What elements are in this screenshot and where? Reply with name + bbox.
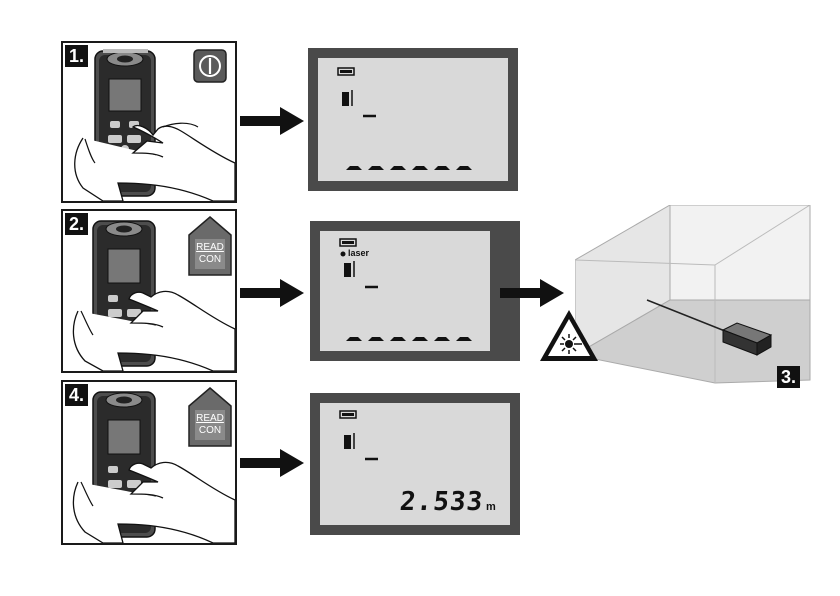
display-screen-2: laser (310, 221, 520, 361)
display-screen-4: 2.533 m (310, 393, 520, 535)
lcd-icons (318, 58, 508, 181)
arrow-right-icon (240, 106, 306, 136)
read-button-label-top: READ (193, 242, 227, 253)
read-button-label-top: READ (193, 413, 227, 424)
distance-reading: 2.533 (398, 487, 484, 517)
laser-warning-icon (538, 308, 600, 364)
laser-label: laser (348, 248, 369, 258)
display-screen-1 (308, 48, 518, 191)
read-button-label-bottom: CON (193, 425, 227, 436)
arrow-right-icon (500, 278, 566, 308)
power-button-icon (193, 49, 227, 83)
step-1-panel: 1. (61, 41, 237, 203)
room-measurement-illustration (575, 205, 825, 390)
reference-icon (344, 435, 351, 449)
step-4-panel: 4. READ CON (61, 380, 237, 545)
reference-icon (342, 92, 349, 106)
reference-icon (344, 263, 351, 277)
lcd-area: 2.533 m (320, 403, 510, 525)
lcd-area (318, 58, 508, 181)
step-3-badge: 3. (777, 366, 800, 388)
read-button-label-bottom: CON (193, 254, 227, 265)
laser-indicator-icon (341, 252, 346, 257)
arrow-right-icon (240, 278, 306, 308)
step-2-panel: 2. READ CON (61, 209, 237, 373)
arrow-right-icon (240, 448, 306, 478)
lcd-area: laser (320, 231, 490, 351)
distance-unit: m (486, 501, 496, 513)
lcd-icons (320, 231, 490, 351)
